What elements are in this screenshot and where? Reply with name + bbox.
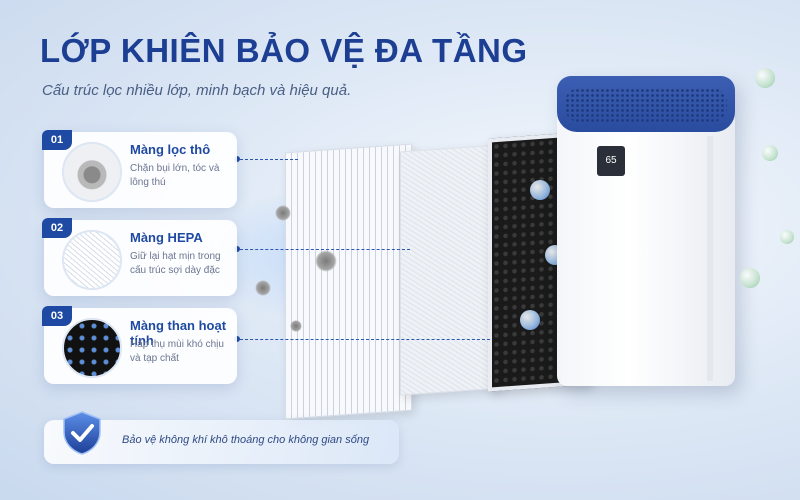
fresh-bubble-icon: [780, 230, 794, 244]
shield-check-icon: [63, 411, 101, 455]
device-top-panel: [557, 76, 735, 132]
page-title: LỚP KHIÊN BẢO VỆ ĐA TẦNG: [40, 32, 528, 69]
layer-number: 02: [42, 218, 72, 238]
layer-card-carbon: 03 Màng than hoạt tính Hấp thụ mùi khó c…: [42, 306, 237, 384]
dust-particle-icon: [290, 320, 302, 332]
dust-particle-icon: [255, 280, 271, 296]
hair-dust-thumbnail-icon: [62, 142, 122, 202]
connector-line: [240, 249, 410, 251]
device-side-panel: [707, 136, 713, 381]
molecule-icon: [530, 180, 550, 200]
layer-card-hepa: 02 Màng HEPA Giữ lại hạt mịn trong cấu t…: [42, 218, 237, 296]
hepa-fiber-thumbnail-icon: [62, 230, 122, 290]
molecule-icon: [520, 310, 540, 330]
hepa-filter-illustration: [400, 144, 500, 396]
connector-dot: [234, 246, 240, 252]
layer-description: Giữ lại hạt mịn trong cấu trúc sợi dày đ…: [130, 251, 221, 276]
device-grille: [565, 88, 727, 122]
fresh-bubble-icon: [755, 68, 775, 88]
protection-banner: Bảo vệ không khí khô thoáng cho không gi…: [44, 411, 399, 464]
air-purifier-device: 65: [557, 76, 735, 386]
device-display: 65: [597, 146, 625, 176]
carbon-molecule-thumbnail-icon: [62, 318, 122, 378]
pre-filter-illustration: [285, 143, 412, 420]
layer-name: Màng than hoạt tính: [130, 318, 227, 348]
layer-name: Màng lọc thô: [130, 142, 211, 157]
fresh-bubble-icon: [762, 145, 778, 161]
connector-line: [240, 339, 490, 341]
layer-number: 03: [42, 306, 72, 326]
dust-particle-icon: [315, 250, 337, 272]
fresh-bubble-icon: [740, 268, 760, 288]
connector-dot: [234, 336, 240, 342]
page-subtitle: Cấu trúc lọc nhiều lớp, minh bạch và hiệ…: [42, 82, 352, 99]
dust-particle-icon: [275, 205, 291, 221]
connector-dot: [234, 156, 240, 162]
layer-card-coarse: 01 Màng lọc thô Chặn bụi lớn, tóc và lôn…: [42, 130, 237, 208]
connector-line: [240, 159, 298, 161]
layer-description: Hấp thụ mùi khó chịu và tạp chất: [130, 339, 224, 364]
layer-name: Màng HEPA: [130, 230, 203, 245]
layer-number: 01: [42, 130, 72, 150]
banner-text: Bảo vệ không khí khô thoáng cho không gi…: [122, 434, 370, 446]
layer-description: Chặn bụi lớn, tóc và lông thú: [130, 163, 220, 188]
